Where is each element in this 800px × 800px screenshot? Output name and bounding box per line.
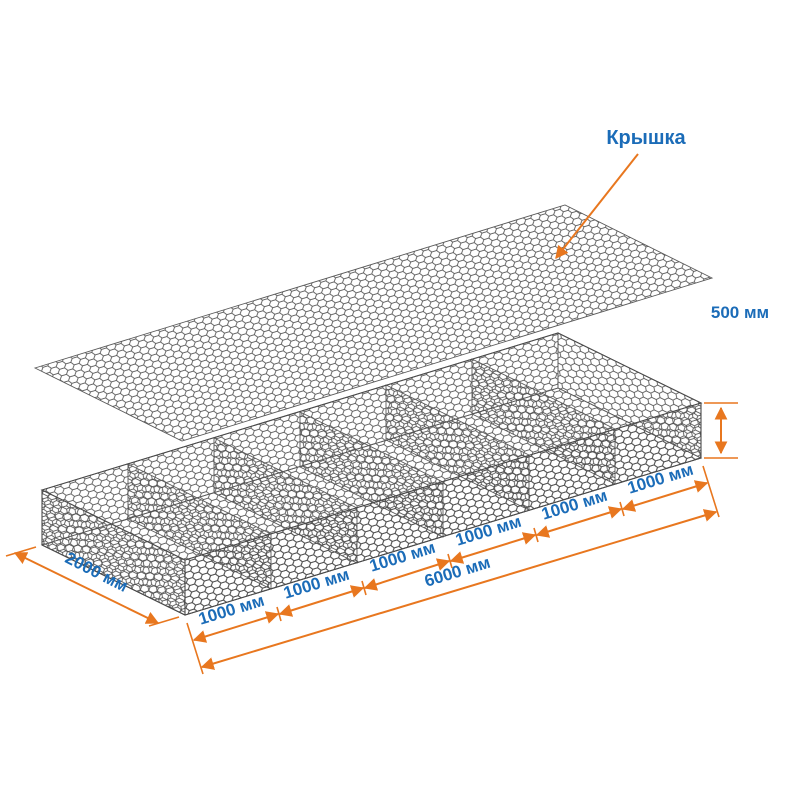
box-vertical-edges bbox=[41, 403, 702, 615]
length-dimension-arrow bbox=[200, 509, 718, 670]
lid-callout: Крышка bbox=[555, 127, 687, 260]
gabion-lid bbox=[33, 204, 714, 442]
width-extension-lines bbox=[5, 546, 180, 627]
lid-callout-arrow bbox=[555, 153, 639, 260]
lid-mesh-panel bbox=[33, 204, 714, 442]
gabion-box bbox=[40, 332, 703, 616]
width-dimension-arrow bbox=[13, 552, 160, 624]
height-dimension-label: 500 мм bbox=[711, 303, 769, 322]
segment-arrow bbox=[621, 480, 709, 512]
height-dimension: 500 мм bbox=[704, 303, 769, 459]
height-extension-lines bbox=[704, 402, 738, 459]
lid-callout-label: Крышка bbox=[606, 127, 686, 149]
segment-extension-lines bbox=[186, 465, 720, 675]
